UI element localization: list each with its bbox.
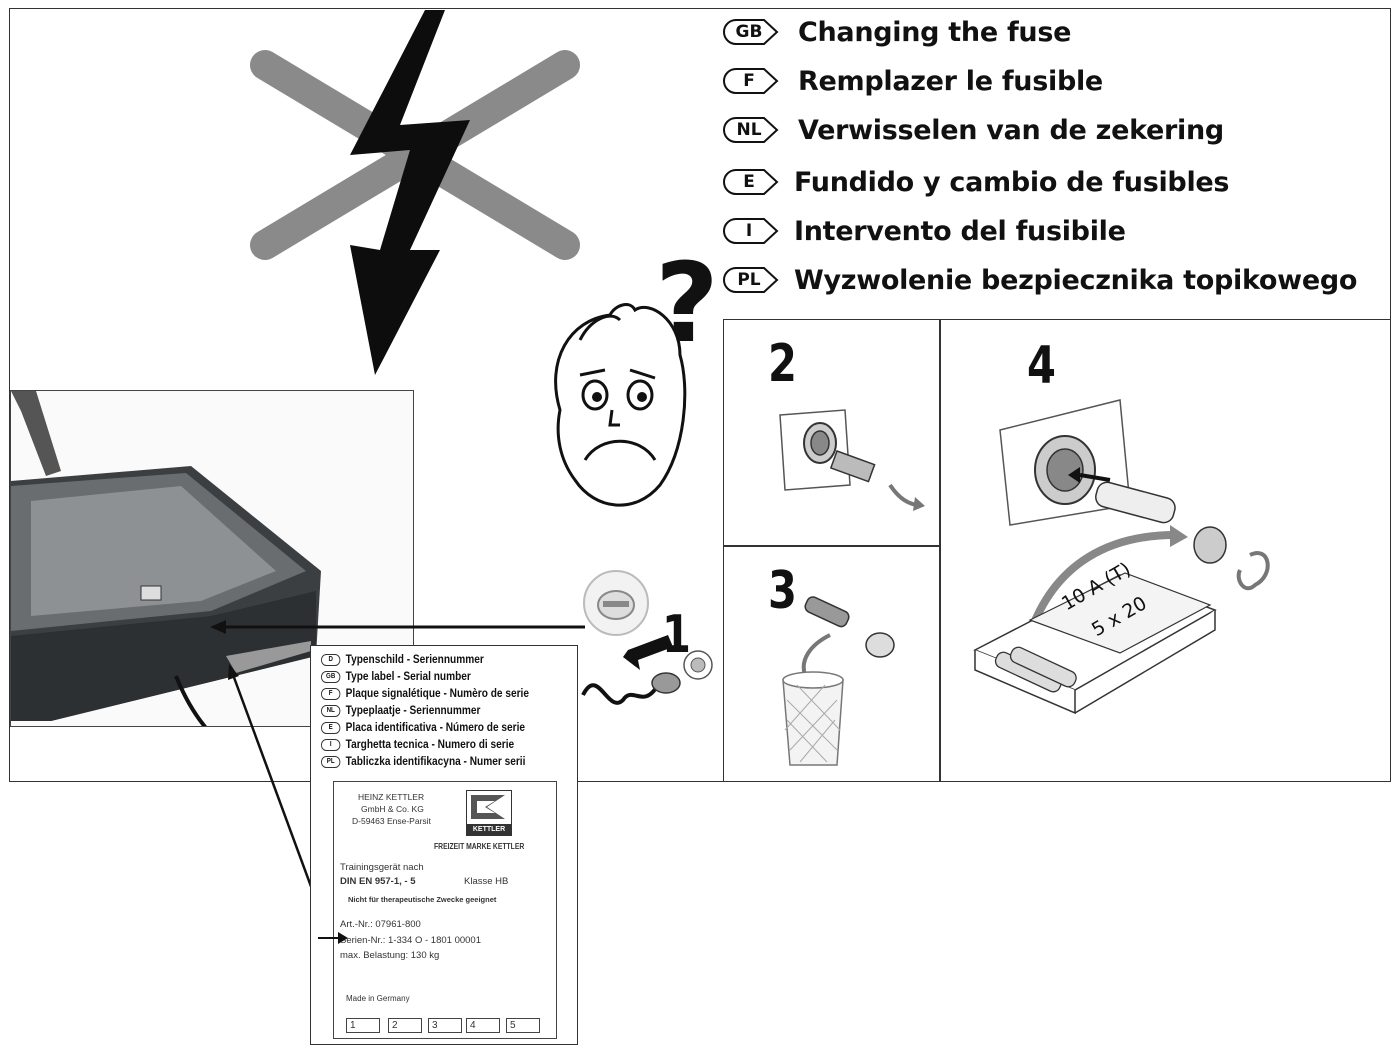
label-language-row: F Plaque signalétique - Numèro de serie <box>321 686 529 702</box>
type-plate: HEINZ KETTLER GmbH & Co. KG D-59463 Ense… <box>333 781 557 1039</box>
label-language-row: PL Tabliczka identifikacyna - Numer serii <box>321 754 525 770</box>
device-photo <box>10 390 414 727</box>
device-text: Trainingsgerät nach <box>340 862 424 873</box>
label-language-text: Plaque signalétique - Numèro de serie <box>345 688 529 700</box>
language-code: F <box>743 71 755 91</box>
klasse-text: Klasse HB <box>464 876 509 887</box>
label-language-row: D Typenschild - Seriennummer <box>321 652 484 668</box>
kettler-logo: KETTLER <box>466 790 512 836</box>
language-title: Changing the fuse <box>798 16 1072 48</box>
fuse-holder-unscrew-icon <box>779 409 925 511</box>
console-image <box>11 391 413 726</box>
language-badge-icon: E <box>321 722 341 734</box>
language-badge-icon: PL <box>722 266 782 294</box>
brand-text: FREIZEIT MARKE KETTLER <box>434 842 525 851</box>
title-row-nl: NL Verwisselen van de zekering <box>722 110 1224 150</box>
made-in: Made in Germany <box>346 994 410 1003</box>
label-language-text: Targhetta tecnica - Numero di serie <box>345 739 515 751</box>
language-title: Intervento del fusibile <box>794 215 1126 247</box>
language-title: Verwisselen van de zekering <box>798 114 1224 146</box>
title-row-gb: GB Changing the fuse <box>722 12 1071 52</box>
maker-line: GmbH & Co. KG <box>361 804 424 814</box>
confused-face-icon <box>554 303 687 507</box>
label-language-text: Tabliczka identifikacyna - Numer serii <box>345 756 526 768</box>
language-badge-icon: NL <box>321 705 341 717</box>
label-language-text: Typeplaatje - Seriennummer <box>345 705 481 717</box>
step-number-3: 3 <box>768 561 797 621</box>
step-number-2: 2 <box>768 334 797 394</box>
language-code: I <box>745 221 753 241</box>
title-row-e: E Fundido y cambio de fusibles <box>722 162 1230 202</box>
label-language-row: NL Typeplaatje - Seriennummer <box>321 703 480 719</box>
label-language-text: Type label - Serial number <box>345 671 471 683</box>
language-badge-icon: I <box>321 739 341 751</box>
language-code: E <box>743 172 755 192</box>
fuse-replace-icon <box>973 399 1270 715</box>
title-row-pl: PL Wyzwolenie bezpiecznika topikowego <box>722 260 1357 300</box>
language-badge-icon: GB <box>321 671 341 683</box>
language-badge-icon: GB <box>722 18 782 46</box>
checkbox-cell: 2 <box>388 1018 422 1033</box>
label-language-row: GB Type label - Serial number <box>321 669 471 685</box>
logo-text: KETTLER <box>467 824 511 835</box>
language-badge-icon: F <box>321 688 341 700</box>
language-code: PL <box>737 270 761 290</box>
fuse-cap-remove-icon <box>581 570 713 705</box>
step-number-1: 1 <box>662 605 691 665</box>
checkbox-cell: 3 <box>428 1018 462 1033</box>
language-code: NL <box>736 120 762 140</box>
label-language-row: I Targhetta tecnica - Numero di serie <box>321 737 514 753</box>
steps-panel <box>723 319 1391 782</box>
fuse-disposal-icon <box>782 596 895 766</box>
serial-pointer-arrow <box>318 932 348 944</box>
label-language-row: E Placa identificativa - Número de serie <box>321 720 525 736</box>
maker-line: D-59463 Ense-Parsit <box>352 816 431 826</box>
language-badge-icon: NL <box>722 116 782 144</box>
usage-note: Nicht für therapeutische Zwecke geeignet <box>348 895 497 904</box>
language-title: Fundido y cambio de fusibles <box>794 166 1230 198</box>
title-row-i: I Intervento del fusibile <box>722 211 1126 251</box>
language-badge-icon: F <box>722 67 782 95</box>
language-badge-icon: PL <box>321 756 341 768</box>
divider <box>939 319 941 782</box>
language-badge-icon: I <box>722 217 782 245</box>
language-code: GB <box>735 22 763 42</box>
divider <box>723 545 940 547</box>
checkbox-cell: 4 <box>466 1018 500 1033</box>
title-row-f: F Remplazer le fusible <box>722 61 1103 101</box>
language-title: Wyzwolenie bezpiecznika topikowego <box>794 264 1358 296</box>
label-language-text: Typenschild - Seriennummer <box>345 654 484 666</box>
language-badge-icon: E <box>722 168 782 196</box>
norm-text: DIN EN 957-1, - 5 <box>340 876 416 887</box>
maker-line: HEINZ KETTLER <box>358 792 425 802</box>
language-badge-icon: D <box>321 654 341 666</box>
lightning-warning-icon <box>250 10 580 375</box>
checkbox-cell: 1 <box>346 1018 380 1033</box>
kettler-logo-icon <box>471 795 505 819</box>
illustration-frame <box>9 8 1391 782</box>
label-language-text: Placa identificativa - Número de serie <box>345 722 526 734</box>
article-number: Art.-Nr.: 07961-800 <box>340 919 421 930</box>
checkbox-cell: 5 <box>506 1018 540 1033</box>
step-number-4: 4 <box>1027 336 1056 396</box>
serial-number: Serien-Nr.: 1-334 O - 1801 00001 <box>340 935 482 946</box>
type-label-card: D Typenschild - Seriennummer GB Type label… <box>310 645 578 1045</box>
language-title: Remplazer le fusible <box>798 65 1103 97</box>
max-load: max. Belastung: 130 kg <box>340 950 440 961</box>
